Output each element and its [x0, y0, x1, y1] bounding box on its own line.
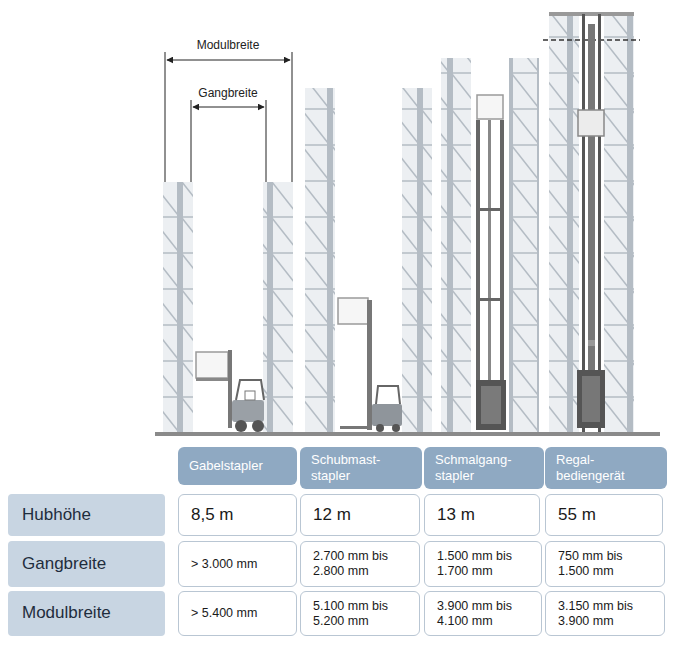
row-label: Modulbreite [8, 591, 165, 636]
cell-text: Gangbreite [22, 554, 106, 574]
cell-text: Schmalgang- stapler [435, 452, 531, 483]
cell-text: Schubmast- stapler [311, 452, 407, 483]
forklift [196, 350, 264, 432]
table-cell: > 5.400 mm [178, 591, 297, 636]
column-header: Gabelstapler [178, 447, 297, 485]
rack [163, 12, 634, 434]
reach-truck [338, 298, 402, 432]
table-cell: 750 mm bis 1.500 mm [545, 541, 665, 587]
table-cell: 5.100 mm bis 5.200 mm [300, 591, 420, 636]
cell-text: 5.100 mm bis 5.200 mm [313, 599, 405, 629]
cell-text: Hubhöhe [22, 505, 91, 525]
narrow-aisle-truck [476, 95, 506, 430]
table-cell: 3.900 mm bis 4.100 mm [424, 591, 542, 636]
cell-text: > 5.400 mm [191, 606, 257, 621]
dimension-label: Modulbreite [195, 38, 262, 52]
cell-text: 1.500 mm bis 1.700 mm [437, 549, 529, 579]
cell-text: 750 mm bis 1.500 mm [558, 549, 650, 579]
stacker-crane [543, 12, 640, 432]
cell-text: 13 m [437, 505, 475, 525]
column-header: Schubmast- stapler [300, 447, 422, 489]
cell-text: 3.900 mm bis 4.100 mm [437, 599, 529, 629]
cell-text: 2.700 mm bis 2.800 mm [313, 549, 405, 579]
table-cell: 3.150 mm bis 3.900 mm [545, 591, 665, 636]
cell-text: 3.150 mm bis 3.900 mm [558, 599, 650, 629]
cell-text: Gabelstapler [189, 458, 263, 474]
dimension-label: Gangbreite [196, 86, 259, 100]
cell-text: > 3.000 mm [191, 557, 257, 572]
cell-text: Regal- bediengerät [556, 452, 652, 483]
table-cell: 12 m [300, 494, 420, 536]
row-label: Hubhöhe [8, 494, 165, 536]
table-cell: 13 m [424, 494, 540, 536]
column-header: Regal- bediengerät [545, 447, 667, 489]
table-cell: 8,5 m [178, 494, 297, 536]
row-label: Gangbreite [8, 541, 165, 587]
dimension-lines [165, 52, 292, 182]
table-cell: 55 m [545, 494, 663, 536]
cell-text: 55 m [558, 505, 596, 525]
table-cell: 2.700 mm bis 2.800 mm [300, 541, 420, 587]
column-header: Schmalgang- stapler [424, 447, 544, 489]
floor-line [155, 432, 660, 436]
cell-text: Modulbreite [22, 603, 111, 623]
cell-text: 8,5 m [191, 505, 234, 525]
cell-text: 12 m [313, 505, 351, 525]
table-cell: > 3.000 mm [178, 541, 297, 587]
table-cell: 1.500 mm bis 1.700 mm [424, 541, 542, 587]
